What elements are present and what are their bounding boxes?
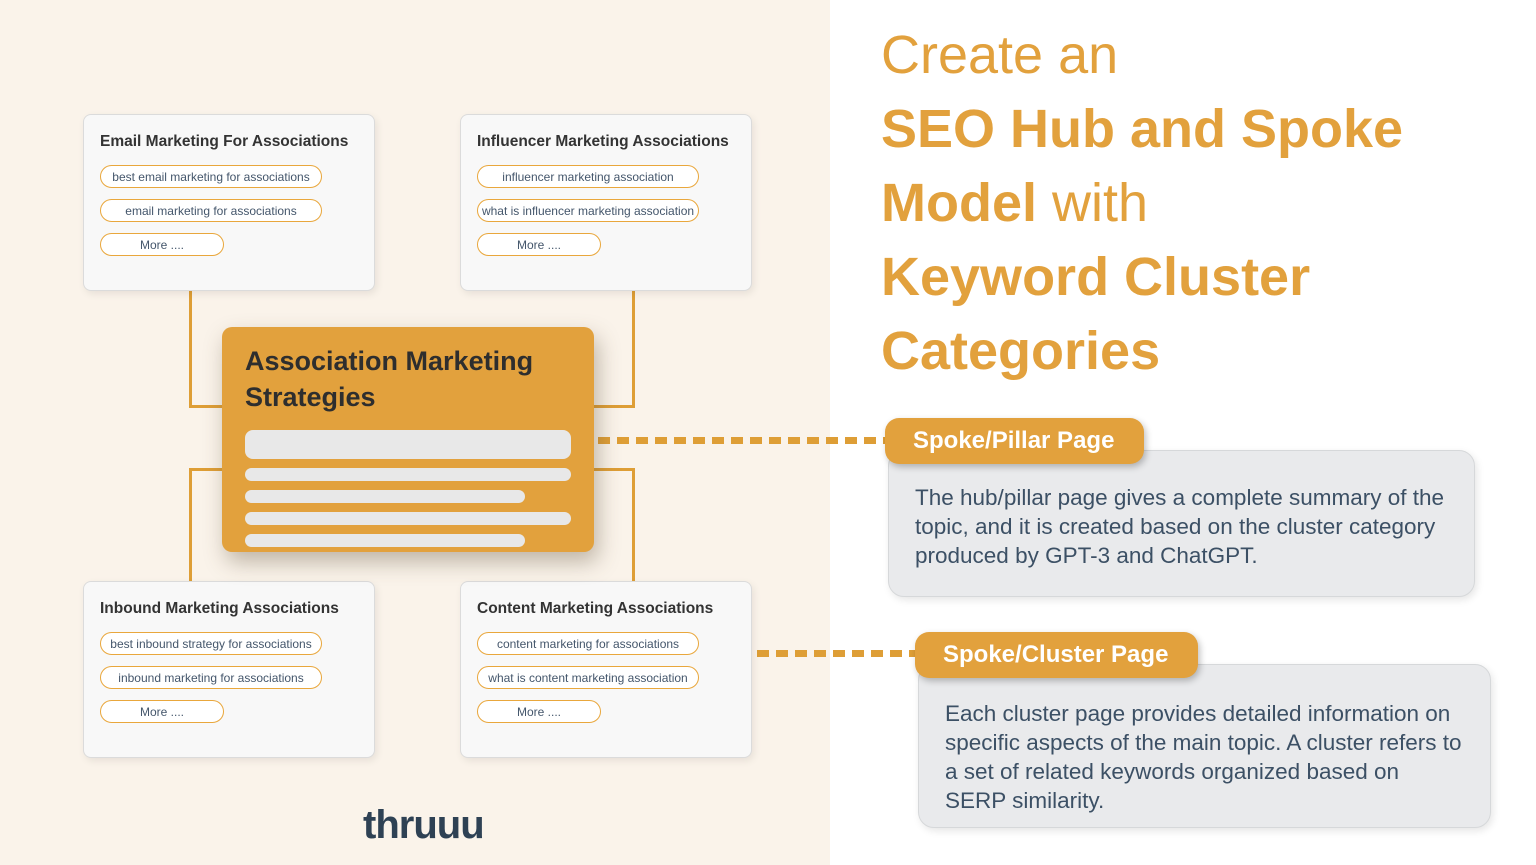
keyword-pill: what is content marketing association bbox=[477, 666, 699, 689]
connector-bottom-left-vertical bbox=[189, 468, 192, 581]
keyword-card-inbound-marketing: Inbound Marketing Associations best inbo… bbox=[83, 581, 375, 758]
more-pill: More .... bbox=[477, 700, 601, 723]
more-pill: More .... bbox=[100, 700, 224, 723]
more-pill: More .... bbox=[100, 233, 224, 256]
connector-bottom-right-horizontal bbox=[594, 468, 635, 471]
connector-top-left-horizontal bbox=[189, 405, 222, 408]
keyword-card-influencer-marketing: Influencer Marketing Associations influe… bbox=[460, 114, 752, 291]
connector-bottom-right-vertical bbox=[632, 468, 635, 581]
thruuu-logo: thruuu bbox=[363, 803, 485, 847]
title-line-4: Keyword Cluster bbox=[881, 247, 1311, 307]
cluster-page-description: Each cluster page provides detailed info… bbox=[945, 701, 1462, 813]
title-line-1: Create an bbox=[881, 25, 1119, 85]
keyword-pill: email marketing for associations bbox=[100, 199, 322, 222]
connector-bottom-left-horizontal bbox=[189, 468, 222, 471]
placeholder-bar bbox=[245, 534, 526, 547]
keyword-pill: what is influencer marketing association bbox=[477, 199, 699, 222]
pillar-page-label: Spoke/Pillar Page bbox=[885, 418, 1145, 464]
keyword-pill: best email marketing for associations bbox=[100, 165, 322, 188]
title-line-5: Categories bbox=[881, 321, 1161, 381]
placeholder-bar bbox=[245, 512, 571, 525]
keyword-pill: influencer marketing association bbox=[477, 165, 699, 188]
connector-top-right-vertical bbox=[632, 291, 635, 408]
cluster-page-label: Spoke/Cluster Page bbox=[915, 632, 1199, 678]
connector-top-left-vertical bbox=[189, 291, 192, 408]
placeholder-bar bbox=[245, 490, 526, 503]
pillar-page-description-box: The hub/pillar page gives a complete sum… bbox=[888, 450, 1475, 597]
placeholder-bar bbox=[245, 468, 571, 481]
dashed-connector-cluster bbox=[757, 650, 915, 657]
hub-card: Association Marketing Strategies bbox=[222, 327, 594, 552]
title-line-3: Model with bbox=[881, 173, 1149, 233]
keyword-pill: inbound marketing for associations bbox=[100, 666, 322, 689]
dashed-connector-pillar bbox=[598, 437, 885, 444]
pillar-page-description: The hub/pillar page gives a complete sum… bbox=[915, 485, 1445, 568]
more-pill: More .... bbox=[477, 233, 601, 256]
card-title: Content Marketing Associations bbox=[477, 600, 714, 617]
keyword-card-email-marketing: Email Marketing For Associations best em… bbox=[83, 114, 375, 291]
keyword-card-content-marketing: Content Marketing Associations content m… bbox=[460, 581, 752, 758]
connector-top-right-horizontal bbox=[594, 405, 635, 408]
card-title: Email Marketing For Associations bbox=[100, 133, 349, 150]
card-title: Inbound Marketing Associations bbox=[100, 600, 339, 617]
keyword-pill: best inbound strategy for associations bbox=[100, 632, 322, 655]
card-title: Influencer Marketing Associations bbox=[477, 133, 729, 150]
cluster-page-description-box: Each cluster page provides detailed info… bbox=[918, 664, 1491, 828]
title-line-2: SEO Hub and Spoke bbox=[881, 99, 1404, 159]
page-title: Create an SEO Hub and Spoke Model with K… bbox=[881, 18, 1521, 388]
placeholder-bar-large bbox=[245, 430, 571, 459]
keyword-pill: content marketing for associations bbox=[477, 632, 699, 655]
hub-title: Association Marketing Strategies bbox=[245, 346, 534, 412]
